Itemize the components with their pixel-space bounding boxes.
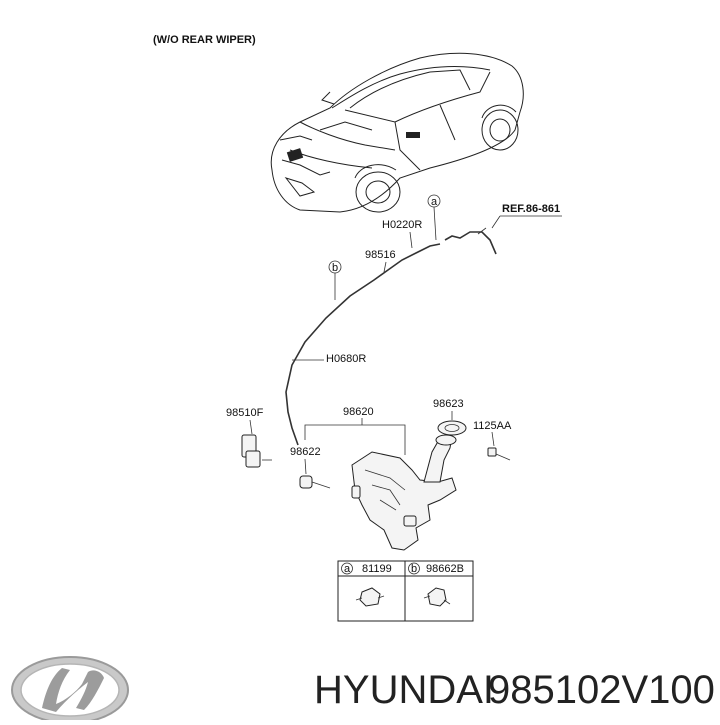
washer-hose xyxy=(285,243,441,446)
legend-a-letter: a xyxy=(344,563,351,575)
label-98510f: 98510F xyxy=(226,407,264,419)
car-illustration xyxy=(270,52,524,213)
label-98622: 98622 xyxy=(290,446,321,458)
svg-text:a: a xyxy=(431,196,438,208)
clip-98662b xyxy=(423,587,451,607)
label-h0680r: H0680R xyxy=(326,353,366,365)
pump-grommet xyxy=(299,475,331,489)
label-98620: 98620 xyxy=(343,406,374,418)
label-98516: 98516 xyxy=(365,249,396,261)
legend-table: a 81199 b 98662B xyxy=(337,560,474,622)
header-note: (W/O REAR WIPER) xyxy=(153,34,256,46)
label-h0220r: H0220R xyxy=(382,219,422,231)
washer-pump xyxy=(241,434,272,468)
clip-81199 xyxy=(355,587,385,607)
footer-brand: HYUNDAI xyxy=(314,668,494,712)
footer-part-number: 985102V100 xyxy=(488,668,715,712)
hyundai-logo xyxy=(11,656,129,724)
label-98623: 98623 xyxy=(433,398,464,410)
washer-reservoir xyxy=(351,434,457,551)
legend-b-letter: b xyxy=(411,563,417,575)
callout-a-top: a xyxy=(427,194,441,241)
label-1125aa: 1125AA xyxy=(473,420,512,432)
callout-b: b xyxy=(328,260,342,300)
legend-a-part: 81199 xyxy=(362,563,392,575)
reservoir-cap xyxy=(437,420,467,436)
ref-label: REF.86-861 xyxy=(502,203,560,215)
mounting-bolt xyxy=(487,447,511,461)
legend-b-part: 98662B xyxy=(426,563,464,575)
svg-text:b: b xyxy=(332,262,338,274)
reference-connector: REF.86-861 xyxy=(444,203,562,255)
